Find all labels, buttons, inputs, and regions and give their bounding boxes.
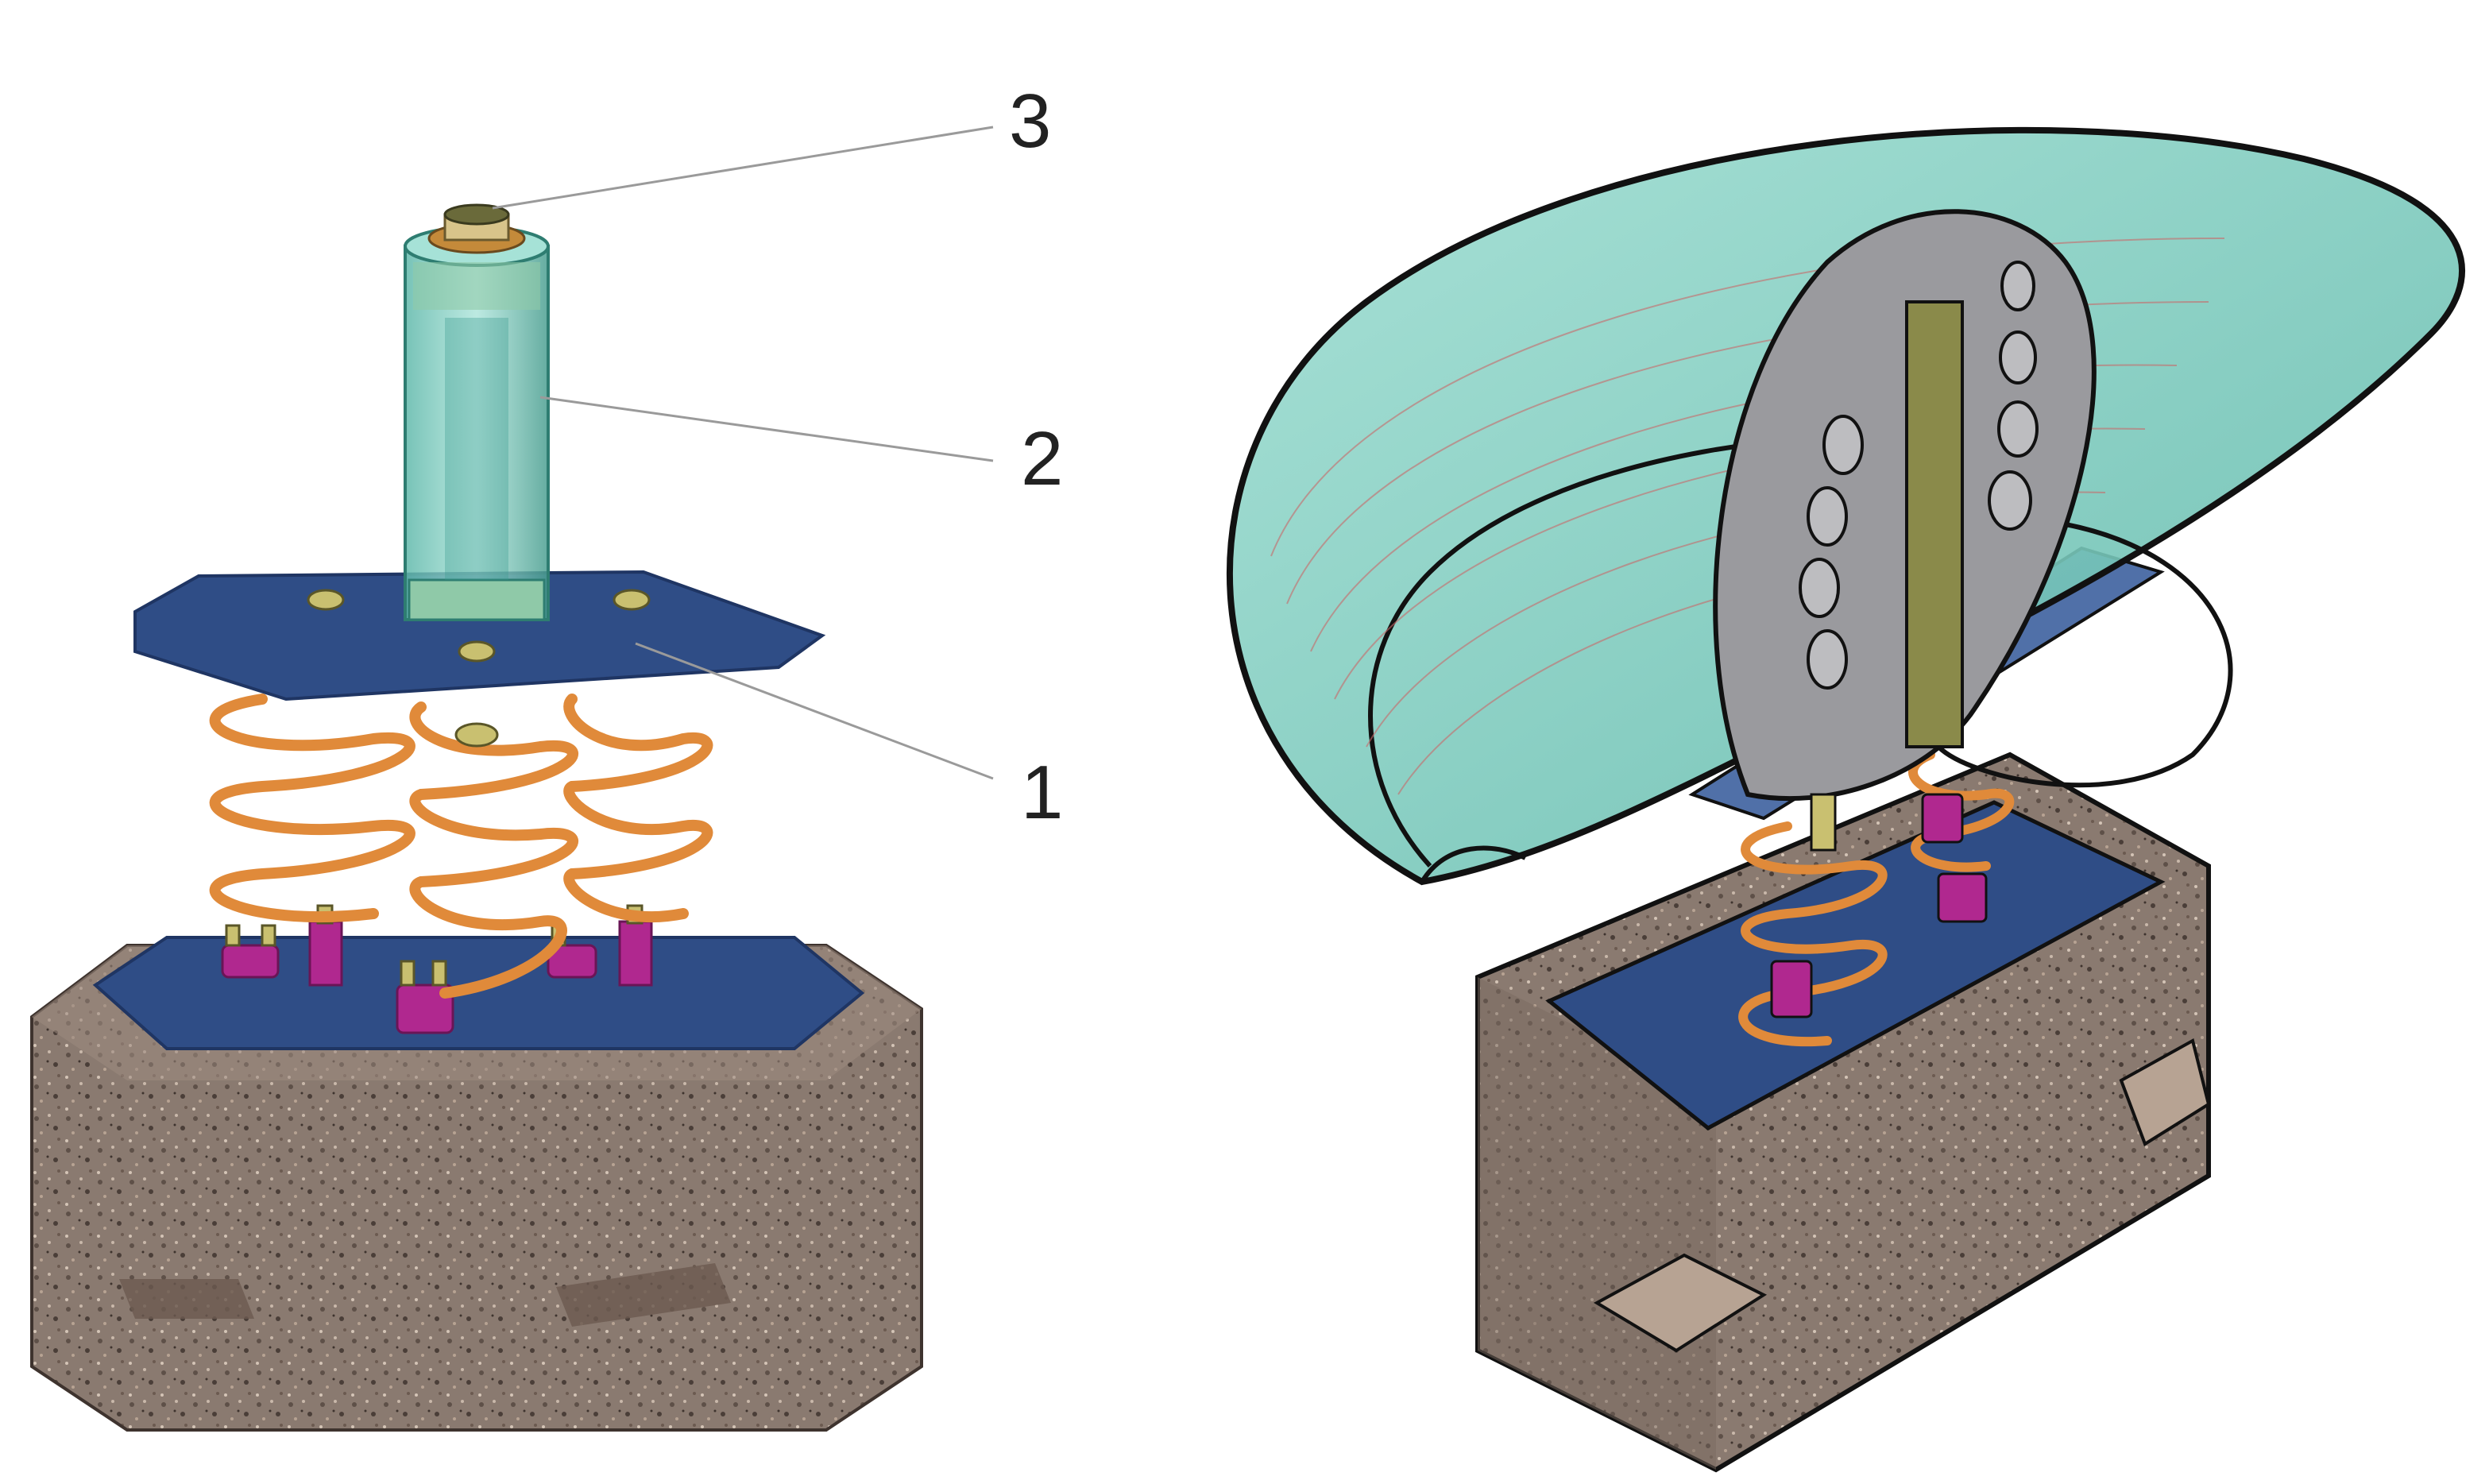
- leader-line-2: [539, 396, 994, 462]
- lower-plate-left: [92, 936, 865, 1050]
- granite-base-right: [1475, 752, 2211, 1473]
- cable-loop: [1936, 522, 2233, 788]
- callout-label-3: 3: [1009, 79, 1051, 164]
- leader-line-3: [492, 126, 994, 210]
- top-mounting-plate: [133, 570, 826, 701]
- coil-springs-right: [1738, 750, 2015, 1047]
- right-assembly: [1227, 126, 2465, 1473]
- callout-label-2: 2: [1021, 416, 1063, 501]
- callout-label-1: 1: [1021, 750, 1063, 835]
- coil-springs-left: [209, 694, 713, 999]
- transparent-cylinder: [404, 226, 550, 621]
- central-rod: [1810, 300, 1964, 852]
- leader-line-1: [635, 642, 994, 780]
- perforated-bracket: [1713, 209, 2097, 802]
- spring-clamps-right: [1770, 793, 1988, 1018]
- top-cap: [427, 203, 526, 254]
- left-assembly: 3 2 1: [30, 79, 1063, 1432]
- plate-bolts: [307, 589, 651, 748]
